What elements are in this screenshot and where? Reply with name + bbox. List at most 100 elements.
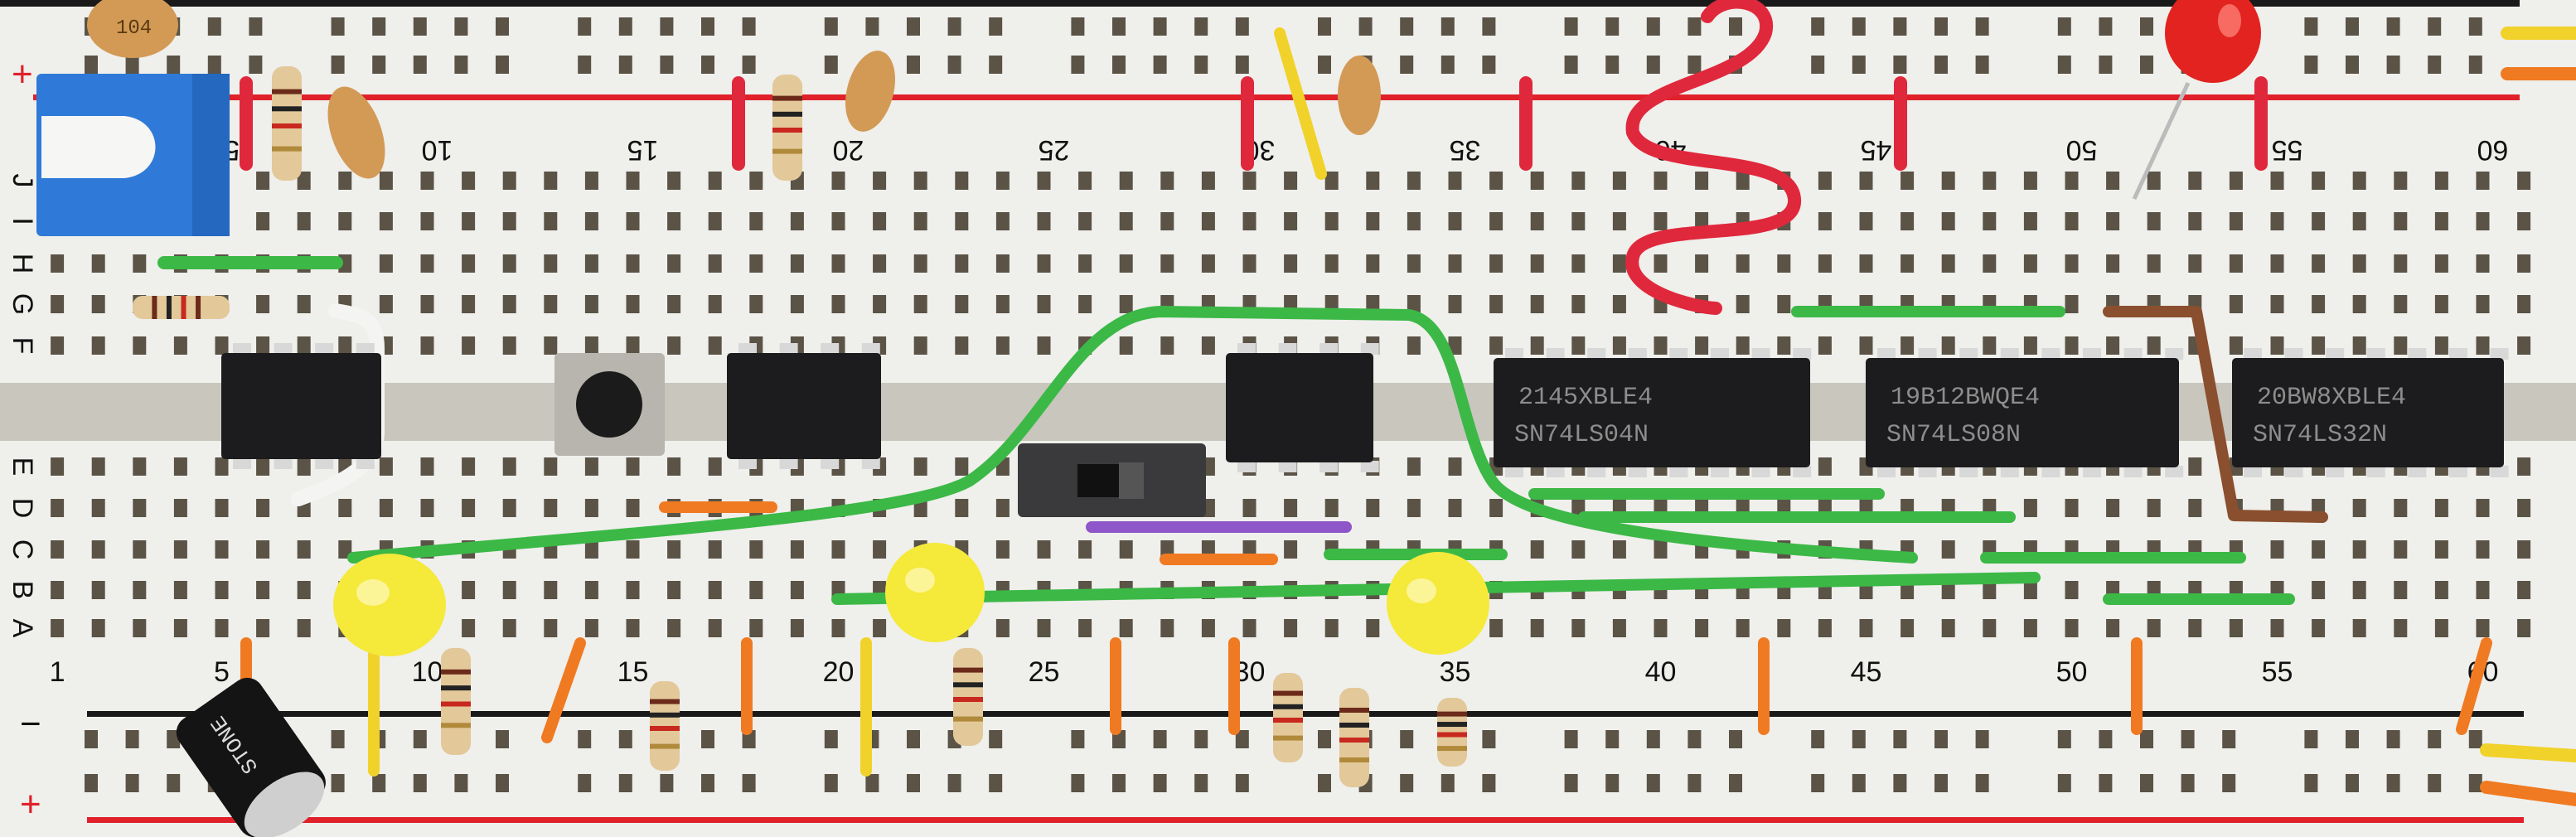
rail-hole[interactable] xyxy=(1811,774,1825,792)
hole[interactable] xyxy=(2270,295,2284,313)
hole[interactable] xyxy=(544,295,558,313)
rail-hole[interactable] xyxy=(947,17,961,36)
rail-hole[interactable] xyxy=(1893,17,1907,36)
rail-hole[interactable] xyxy=(1934,17,1948,36)
hole[interactable] xyxy=(338,336,352,355)
rail-hole[interactable] xyxy=(125,56,139,74)
hole[interactable] xyxy=(1654,254,1668,273)
hole[interactable] xyxy=(1612,295,1626,313)
rail-hole[interactable] xyxy=(989,17,1003,36)
hole[interactable] xyxy=(297,540,311,559)
hole[interactable] xyxy=(51,295,65,313)
hole[interactable] xyxy=(2434,212,2448,230)
rail-hole[interactable] xyxy=(1071,56,1085,74)
hole[interactable] xyxy=(1777,254,1791,273)
push-button[interactable] xyxy=(554,353,665,456)
hole[interactable] xyxy=(955,499,969,517)
hole[interactable] xyxy=(502,619,516,637)
rail-hole[interactable] xyxy=(1318,56,1331,74)
hole[interactable] xyxy=(708,336,722,355)
hole[interactable] xyxy=(420,457,434,476)
hole[interactable] xyxy=(1654,336,1668,355)
hole[interactable] xyxy=(379,254,393,273)
hole[interactable] xyxy=(831,212,845,230)
rail-hole[interactable] xyxy=(1441,17,1455,36)
hole[interactable] xyxy=(1366,212,1380,230)
rail-hole[interactable] xyxy=(454,17,468,36)
hole[interactable] xyxy=(1448,295,1462,313)
rail-hole[interactable] xyxy=(413,56,427,74)
hole[interactable] xyxy=(2188,619,2202,637)
rail-hole[interactable] xyxy=(824,17,838,36)
rail-hole[interactable] xyxy=(1400,730,1414,748)
hole[interactable] xyxy=(2312,254,2326,273)
rail-hole[interactable] xyxy=(742,17,756,36)
hole[interactable] xyxy=(2352,336,2366,355)
hole[interactable] xyxy=(873,295,887,313)
rail-hole[interactable] xyxy=(1811,17,1825,36)
hole[interactable] xyxy=(51,254,65,273)
hole[interactable] xyxy=(1366,619,1380,637)
hole[interactable] xyxy=(1530,172,1544,190)
hole[interactable] xyxy=(708,254,722,273)
hole[interactable] xyxy=(995,295,1010,313)
hole[interactable] xyxy=(502,254,516,273)
hole[interactable] xyxy=(2312,295,2326,313)
hole[interactable] xyxy=(1736,619,1750,637)
hole[interactable] xyxy=(1612,172,1626,190)
rail-hole[interactable] xyxy=(2468,17,2482,36)
hole[interactable] xyxy=(1654,619,1668,637)
rail-hole[interactable] xyxy=(1564,17,1578,36)
hole[interactable] xyxy=(708,212,722,230)
rail-hole[interactable] xyxy=(2346,774,2359,792)
hole[interactable] xyxy=(1941,581,1955,599)
hole[interactable] xyxy=(215,336,229,355)
hole[interactable] xyxy=(1284,254,1298,273)
hole[interactable] xyxy=(1859,172,1873,190)
rail-hole[interactable] xyxy=(1194,56,1208,74)
rail-hole[interactable] xyxy=(701,56,714,74)
hole[interactable] xyxy=(2147,499,2161,517)
hole[interactable] xyxy=(1448,172,1462,190)
rail-hole[interactable] xyxy=(1153,17,1167,36)
hole[interactable] xyxy=(1037,295,1051,313)
hole[interactable] xyxy=(790,540,804,559)
hole[interactable] xyxy=(1160,619,1174,637)
rail-hole[interactable] xyxy=(578,56,592,74)
hole[interactable] xyxy=(338,499,352,517)
rail-hole[interactable] xyxy=(1194,17,1208,36)
hole[interactable] xyxy=(1201,336,1215,355)
rail-hole[interactable] xyxy=(907,774,920,792)
potentiometer[interactable] xyxy=(36,74,230,236)
rail-hole[interactable] xyxy=(989,774,1003,792)
rail-hole[interactable] xyxy=(701,730,714,748)
hole[interactable] xyxy=(995,172,1010,190)
hole[interactable] xyxy=(2023,581,2037,599)
hole[interactable] xyxy=(51,336,65,355)
hole[interactable] xyxy=(626,540,640,559)
rail-hole[interactable] xyxy=(947,56,961,74)
hole[interactable] xyxy=(297,212,311,230)
hole[interactable] xyxy=(1489,295,1503,313)
hole[interactable] xyxy=(2188,172,2202,190)
hole[interactable] xyxy=(1530,336,1544,355)
hole[interactable] xyxy=(1160,336,1174,355)
hole[interactable] xyxy=(1119,295,1133,313)
rail-hole[interactable] xyxy=(1194,730,1208,748)
rail-hole[interactable] xyxy=(2140,774,2153,792)
hole[interactable] xyxy=(1119,212,1133,230)
hole[interactable] xyxy=(1324,254,1339,273)
rail-hole[interactable] xyxy=(2346,17,2359,36)
rail-hole[interactable] xyxy=(1482,17,1496,36)
hole[interactable] xyxy=(297,619,311,637)
rail-hole[interactable] xyxy=(2181,730,2195,748)
hole[interactable] xyxy=(2352,254,2366,273)
hole[interactable] xyxy=(379,457,393,476)
hole[interactable] xyxy=(1571,336,1586,355)
hole[interactable] xyxy=(1777,619,1791,637)
hole[interactable] xyxy=(667,212,681,230)
hole[interactable] xyxy=(1078,212,1092,230)
hole[interactable] xyxy=(873,254,887,273)
hole[interactable] xyxy=(995,619,1010,637)
hole[interactable] xyxy=(1119,172,1133,190)
